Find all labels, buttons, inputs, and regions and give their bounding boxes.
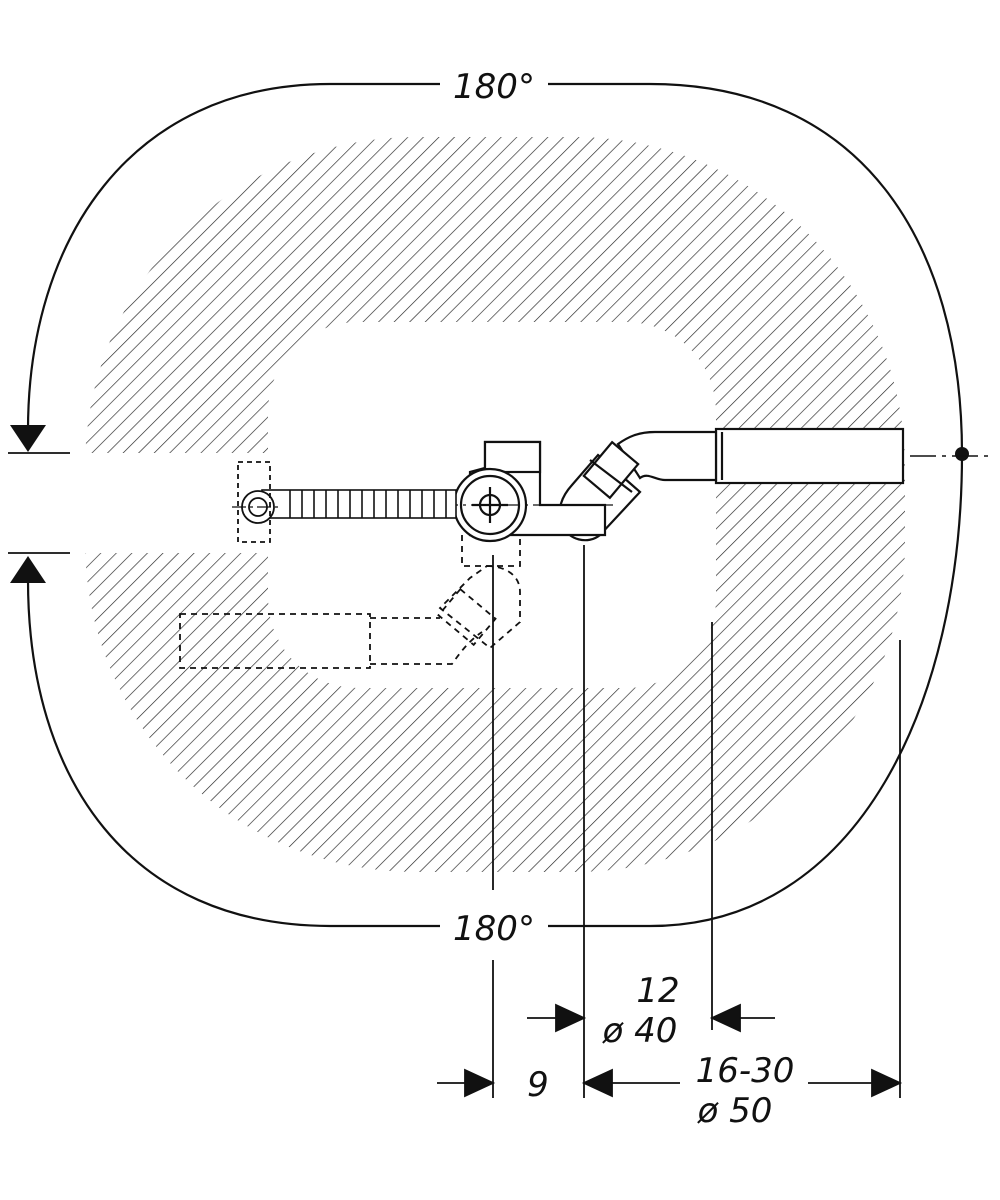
rotation-label-bottom: 180° bbox=[453, 909, 535, 949]
arrow-down-icon bbox=[10, 425, 46, 452]
dimension-label-16-30: 16-30 bbox=[696, 1051, 795, 1091]
dimension-label-dia40: ø 40 bbox=[602, 1011, 678, 1051]
arrow-up-icon bbox=[10, 556, 46, 583]
dimension-label-dia50: ø 50 bbox=[697, 1091, 773, 1131]
dimension-label-9: 9 bbox=[527, 1065, 549, 1105]
slot-reference-lines bbox=[8, 452, 70, 554]
alternative-position-dashed bbox=[179, 535, 521, 669]
rotation-label-top: 180° bbox=[453, 67, 535, 107]
waste-pipe bbox=[616, 427, 905, 485]
pivot-point bbox=[955, 447, 969, 461]
rotation-arc-top bbox=[26, 82, 964, 455]
overflow-connector bbox=[232, 461, 282, 543]
dimension-extension-lines bbox=[492, 545, 901, 1098]
valve-body bbox=[452, 440, 607, 543]
rotation-arc-bottom bbox=[26, 453, 964, 928]
dimension-arrows bbox=[437, 1003, 903, 1098]
dimension-label-12: 12 bbox=[636, 971, 679, 1011]
overflow-hose bbox=[261, 489, 457, 519]
